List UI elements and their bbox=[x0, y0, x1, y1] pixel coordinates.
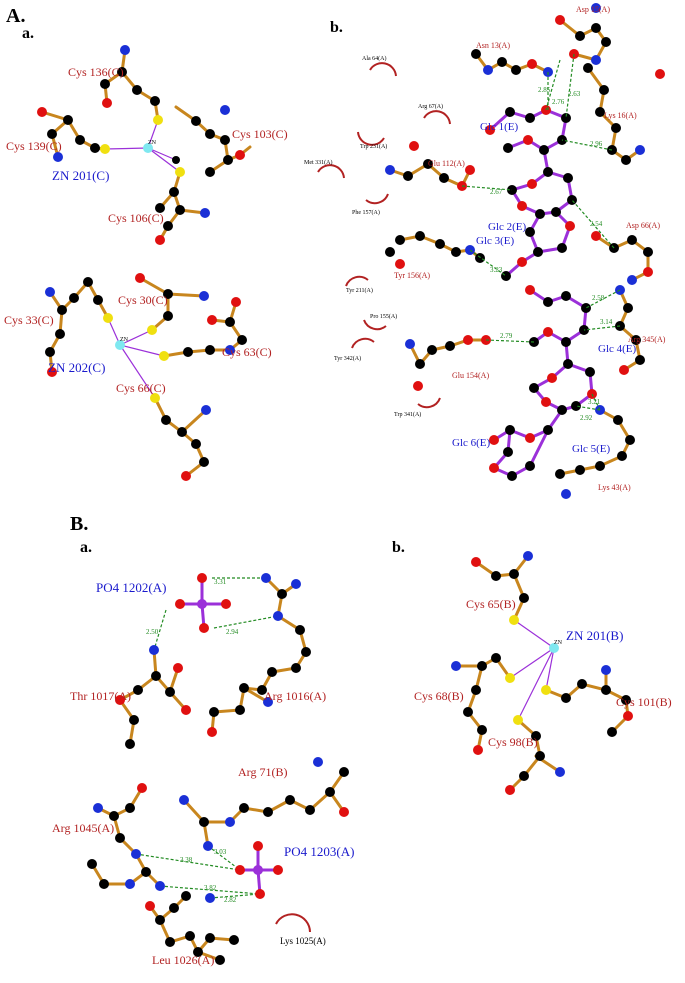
residue-label: Lys 43(A) bbox=[598, 483, 631, 492]
ligand-label-po4-1202: PO4 1202(A) bbox=[96, 580, 166, 595]
distance-label: 3.23 bbox=[490, 266, 503, 274]
distance-label: 3.82 bbox=[204, 884, 217, 892]
hydrophobic-label: Pro 155(A) bbox=[370, 313, 397, 320]
residue-label-leu1026: Leu 1026(A) bbox=[152, 953, 214, 967]
distance-label: 2.92 bbox=[580, 414, 593, 422]
distance-label: 2.82 bbox=[224, 896, 237, 904]
po4-site-1: 3.31 2.50 2.94 PO4 1202(A) Thr 1017(A) A… bbox=[70, 573, 326, 749]
ligand-label-glc4: Glc 4(E) bbox=[598, 343, 637, 355]
ion-label-zn202c: ZN 202(C) bbox=[48, 360, 105, 375]
ligand-label-glc5: Glc 5(E) bbox=[572, 443, 611, 455]
panel-label-B: B. bbox=[70, 513, 88, 535]
distance-label: 3.31 bbox=[214, 578, 227, 586]
ligand-label-po4-1203: PO4 1203(A) bbox=[284, 844, 354, 859]
distance-label: 2.67 bbox=[490, 188, 503, 196]
distance-label: 2.79 bbox=[500, 332, 513, 340]
panel-label-Ba: a. bbox=[80, 539, 92, 556]
residue-label-thr1017: Thr 1017(A) bbox=[70, 689, 131, 703]
residue-label-cys33: Cys 33(C) bbox=[4, 313, 54, 327]
glucose-site: 2.85 2.63 2.76 2.96 2.67 3.23 2.54 2.58 … bbox=[304, 3, 666, 499]
residue-label-cys66: Cys 66(C) bbox=[116, 381, 166, 395]
hydrophobic-label: Trp 231(A) bbox=[360, 143, 387, 150]
distance-label: 3.38 bbox=[180, 856, 193, 864]
residue-label: Asp 15(A) bbox=[576, 5, 610, 14]
zn-atom-label: ZN bbox=[554, 640, 563, 646]
residue-label-cys106: Cys 106(C) bbox=[108, 211, 164, 225]
residue-label-arg1016: Arg 1016(A) bbox=[264, 689, 326, 703]
residue-label-cys63: Cys 63(C) bbox=[222, 345, 272, 359]
distance-label: 2.50 bbox=[146, 628, 159, 636]
distance-label: 2.63 bbox=[568, 90, 581, 98]
distance-label: 3.21 bbox=[588, 398, 601, 406]
residue-label-cys68: Cys 68(B) bbox=[414, 689, 464, 703]
distance-label: 2.94 bbox=[226, 628, 239, 636]
hydrophobic-label: Tyr 211(A) bbox=[346, 287, 373, 294]
hydrophobic-label: Arg 67(A) bbox=[418, 103, 443, 110]
zn-atom-label: ZN bbox=[120, 337, 129, 343]
zn-atom-label: ZN bbox=[148, 140, 157, 146]
ligand-label-glc6: Glc 6(E) bbox=[452, 437, 491, 449]
panel-label-Aa: a. bbox=[22, 25, 34, 42]
hydrophobic-label: Phe 157(A) bbox=[352, 209, 380, 216]
hydrophobic-label: Met 331(A) bbox=[304, 159, 333, 166]
residue-label-cys101: Cys 101(B) bbox=[616, 695, 672, 709]
panel-label-Ab: b. bbox=[330, 19, 343, 36]
residue-label-arg71: Arg 71(B) bbox=[238, 765, 287, 779]
residue-label-cys30: Cys 30(C) bbox=[118, 293, 168, 307]
ion-label-zn201b: ZN 201(B) bbox=[566, 628, 623, 643]
distance-label: 3.03 bbox=[214, 848, 227, 856]
distance-label: 2.58 bbox=[592, 294, 605, 302]
distance-label: 2.96 bbox=[590, 140, 603, 148]
distance-label: 3.14 bbox=[600, 318, 613, 326]
hydrophobic-label: Tyr 342(A) bbox=[334, 355, 361, 362]
ligand-label-glc3: Glc 3(E) bbox=[476, 235, 515, 247]
residue-label: Glu 112(A) bbox=[428, 159, 465, 168]
ligand-label-glc2: Glc 2(E) bbox=[488, 221, 527, 233]
residue-label-cys65: Cys 65(B) bbox=[466, 597, 516, 611]
residue-label: Asp 66(A) bbox=[626, 221, 660, 230]
zinc-site-bb: ZN ZN 201(B) Cys 65(B) Cys 68(B) Cys 101… bbox=[414, 551, 672, 795]
residue-label: Lys 16(A) bbox=[604, 111, 637, 120]
ion-label-zn201c: ZN 201(C) bbox=[52, 168, 109, 183]
residue-label-cys136: Cys 136(C) bbox=[68, 65, 124, 79]
residue-label-cys103: Cys 103(C) bbox=[232, 127, 288, 141]
residue-label-cys139: Cys 139(C) bbox=[6, 139, 62, 153]
ligand-label-glc1: Glc 1(E) bbox=[480, 121, 519, 133]
hydrophobic-label-lys1025: Lys 1025(A) bbox=[280, 936, 326, 946]
hydrophobic-label: Trp 341(A) bbox=[394, 411, 421, 418]
residue-label-cys98: Cys 98(B) bbox=[488, 735, 538, 749]
distance-label: 2.76 bbox=[552, 98, 565, 106]
zinc-site-aa-top: ZN Cys 136(C) Cys 139(C) Cys 103(C) Cys … bbox=[6, 45, 288, 245]
hydrophobic-label: Ala 64(A) bbox=[362, 55, 387, 62]
residue-label: Tyr 156(A) bbox=[394, 271, 430, 280]
residue-label-arg1045: Arg 1045(A) bbox=[52, 821, 114, 835]
residue-label: Asn 13(A) bbox=[476, 41, 510, 50]
panel-label-A: A. bbox=[6, 5, 25, 27]
zinc-site-aa-bottom: ZN Cys 30(C) Cys 33(C) Cys 63(C) Cys 66(… bbox=[4, 273, 272, 481]
po4-site-2: 3.38 3.03 3.82 2.82 PO4 1203(A) Arg 71(B… bbox=[52, 757, 354, 967]
distance-label: 2.85 bbox=[538, 86, 551, 94]
residue-label: Arg 345(A) bbox=[628, 335, 666, 344]
panel-label-Bb: b. bbox=[392, 539, 405, 556]
residue-label: Glu 154(A) bbox=[452, 371, 489, 380]
distance-label: 2.54 bbox=[590, 220, 603, 228]
